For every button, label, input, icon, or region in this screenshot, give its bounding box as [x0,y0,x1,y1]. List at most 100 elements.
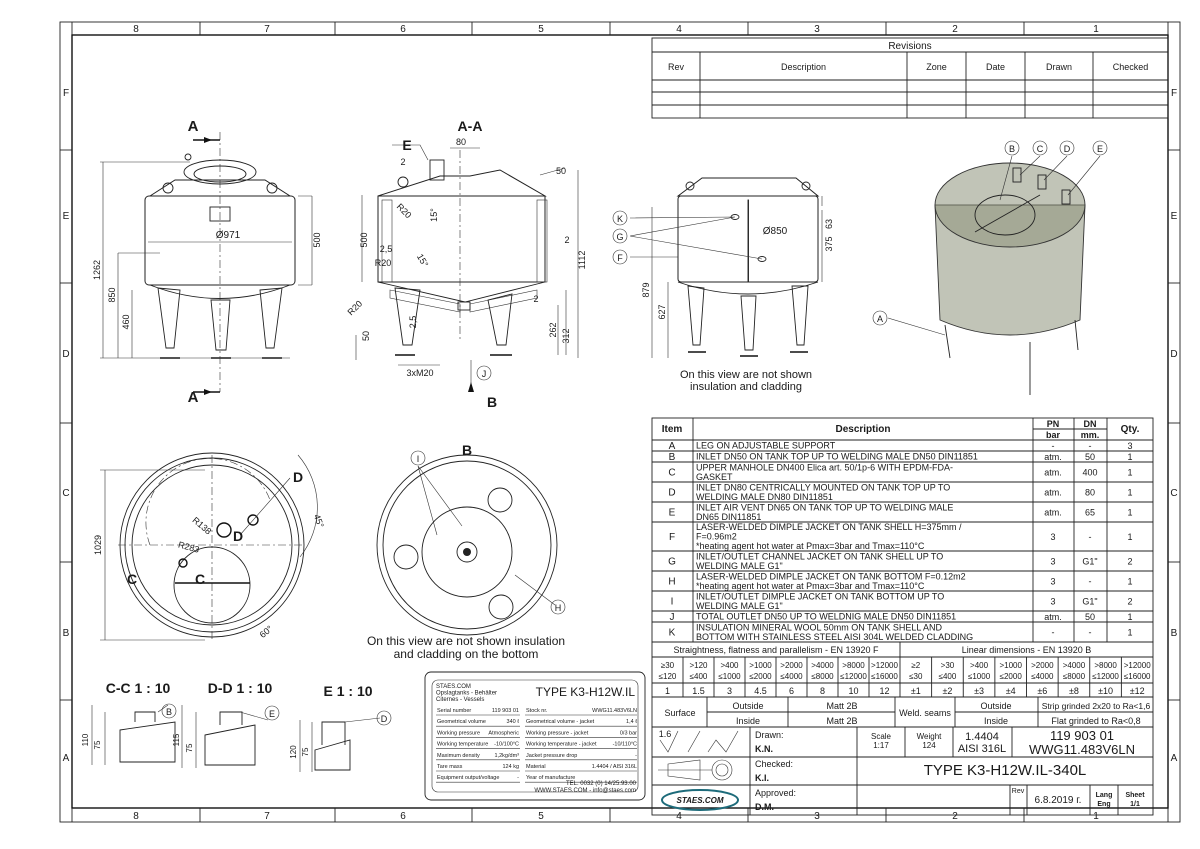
dim-500: 500 [359,232,369,247]
dim-80: 80 [456,137,466,147]
tolerance-value: ±10 [1098,686,1113,696]
tolerance-value: 12 [879,686,889,696]
nameplate-value: -10/110°C [613,742,637,748]
part-description: UPPER MANHOLE DN400 Elica art. 50/1p-6 W… [696,462,953,472]
drawn-by: K.N. [755,744,773,754]
surface-inside: Inside [736,716,760,726]
dim-500: 500 [312,232,322,247]
nameplate-label: Jacket pressure drop [526,753,577,759]
section-mark-c: C [195,571,205,587]
isometric-view [887,155,1101,395]
part-pn: 3 [1050,576,1055,586]
tolerance-range: ≤8000 [811,672,834,681]
dim-879: 879 [641,282,651,297]
roughness-value: 1.6 [659,729,672,739]
detail-callout: B [166,707,172,717]
column-label-bottom: 3 [814,811,820,822]
part-qty: 2 [1127,556,1132,566]
part-qty: 1 [1127,507,1132,517]
dim-1029: 1029 [93,535,103,555]
callout-b: B [1009,144,1015,154]
detail-dim: 75 [301,747,310,756]
nameplate-label: Serial number [437,708,471,714]
drawing-date: 6.8.2019 г. [1035,795,1082,806]
part-pn: - [1052,441,1055,451]
part-pn: 3 [1050,532,1055,542]
section-mark-c: C [127,571,137,587]
nameplate-value: Atmospheric [488,730,519,736]
side-view-note: insulation and cladding [690,381,802,393]
detail-dim: 75 [93,740,102,749]
callout-d: D [1064,144,1071,154]
parts-table-row: J TOTAL OUTLET DN50 UP TO WELDNIG MALE DN… [670,612,1133,623]
part-qty: 1 [1127,576,1132,586]
dim-2: 2 [400,157,405,167]
revisions-header: Description [781,62,826,72]
nameplate-label: Maximum density [437,753,480,759]
part-item: B [669,452,676,463]
tolerance-range: ≤1000 [718,672,741,681]
revisions-header: Rev [668,62,685,72]
part-item: J [670,612,675,623]
part-description: LEG ON ADJUSTABLE SUPPORT [696,441,836,451]
part-description: TOTAL OUTLET DN50 UP TO WELDNIG MALE DN5… [696,612,956,622]
callout-circle [1004,140,1020,156]
dim-3xm20: 3xM20 [406,368,433,378]
row-label-right: D [1170,349,1177,360]
tolerance-value: 8 [820,686,825,696]
tolerance-range: ≤2000 [1000,672,1023,681]
part-dn: - [1089,627,1092,637]
top-view [100,452,318,641]
callout-circle [1092,140,1108,156]
dim-2: 2 [533,294,538,304]
revisions-table [651,37,1169,119]
tolerance-value: ±12 [1130,686,1145,696]
nameplate-label: Tare mass [437,764,463,770]
part-description: GASKET [696,472,733,482]
tolerance-value: ±6 [1037,686,1047,696]
part-description: *heating agent hot water at Pmax=3bar an… [696,541,925,551]
part-pn: atm. [1044,507,1062,517]
bottom-view-note: On this view are not shown insulation [367,634,565,648]
row-label-left: F [63,88,69,99]
dim-50: 50 [361,331,371,341]
part-dn: G1" [1082,556,1097,566]
front-view [100,132,313,395]
nameplate-value: WWG11.483V6LN [592,708,637,714]
weld-inside: Inside [984,716,1008,726]
approved-label: Approved: [755,788,796,798]
tolerance-range: ≤2000 [749,672,772,681]
dim-1112: 1112 [577,251,587,270]
bottom-view [376,454,558,636]
part-dn: 65 [1085,507,1095,517]
part-pn: atm. [1044,452,1062,462]
column-label-bottom: 1 [1093,811,1099,822]
part-pn: atm. [1044,612,1062,622]
drawing-title: TYPE K3-H12W.IL-340L [924,762,1087,779]
dim-2-5: 2,5 [408,316,418,329]
tolerance-range: >4000 [811,661,834,670]
nameplate-phone: TEL. 0032 (0) 14/25.93.00 [566,781,637,787]
callout-h: H [555,603,562,613]
stock-number: WWG11.483V6LN [1029,742,1135,757]
dim-63: 63 [824,219,834,229]
tolerance-range: ≤16000 [1124,672,1151,681]
column-label-top: 4 [676,24,682,35]
nameplate-type: TYPE K3-H12W.IL [536,685,636,699]
tolerance-range: >30 [941,661,955,670]
row-label-right: F [1171,88,1177,99]
nameplate-label: Equipment output/voltage [437,775,499,781]
projection-circle-icon [711,759,733,781]
part-dn: 400 [1082,467,1097,477]
nameplate-value: 124 kg [502,764,519,770]
column-label-bottom: 5 [538,811,544,822]
surface-roughness-symbols [659,730,739,753]
detail-title: D-D 1 : 10 [208,680,273,696]
column-label-bottom: 4 [676,811,682,822]
column-label-top: 2 [952,24,958,35]
weight-label: Weight [917,732,943,741]
tolerance-range: >8000 [842,661,865,670]
tolerance-range: >400 [720,661,739,670]
